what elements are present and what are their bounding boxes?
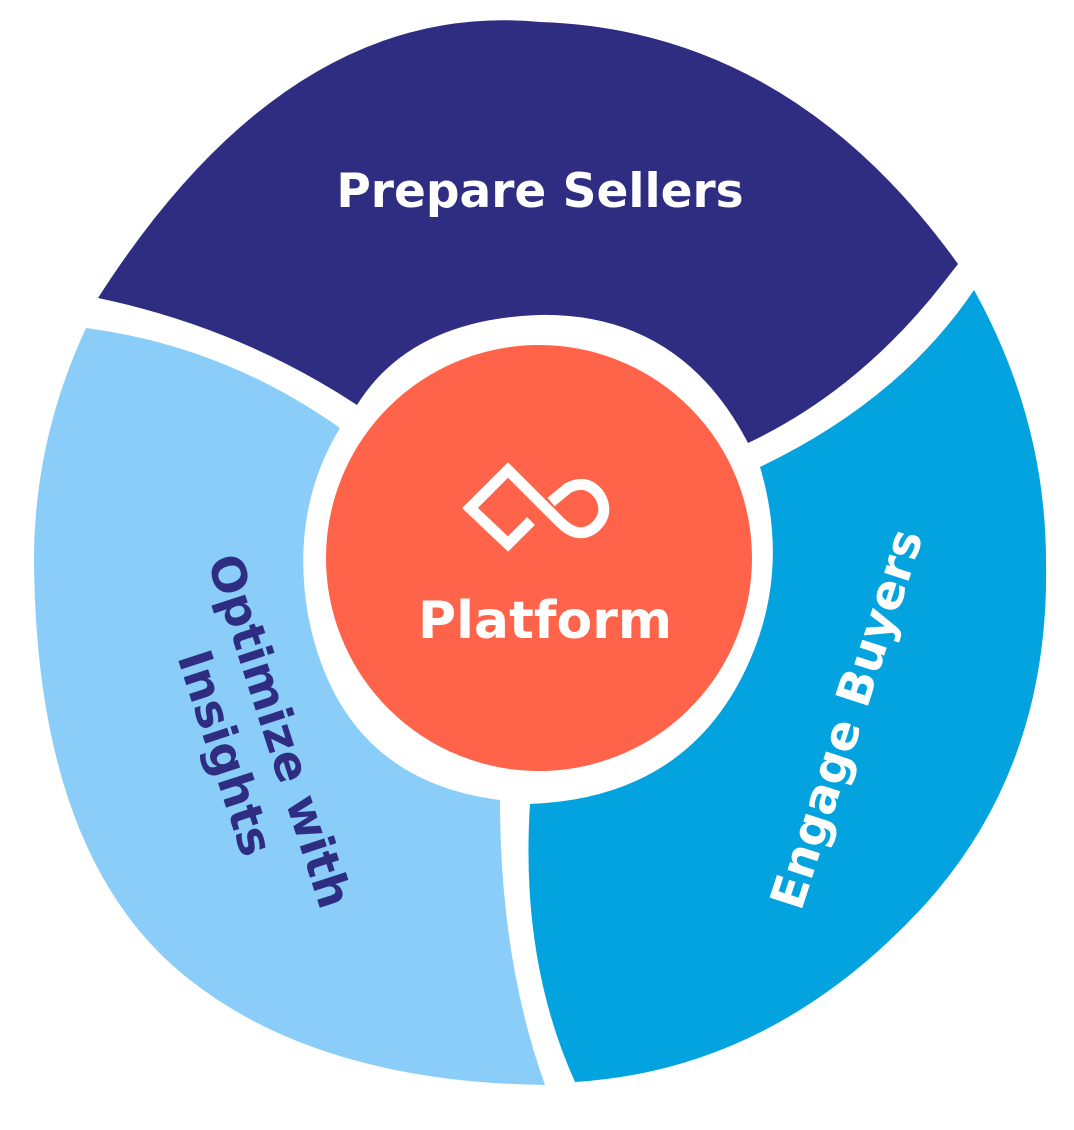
center-label: Platform — [418, 591, 672, 651]
segment-engage-buyers — [528, 290, 1047, 1082]
segment-optimize-insights — [34, 328, 545, 1085]
segment-prepare-sellers — [98, 20, 958, 443]
center-circle — [312, 331, 766, 785]
prepare-sellers-label: Prepare Sellers — [336, 164, 743, 219]
infinity-logo-icon — [462, 462, 610, 552]
